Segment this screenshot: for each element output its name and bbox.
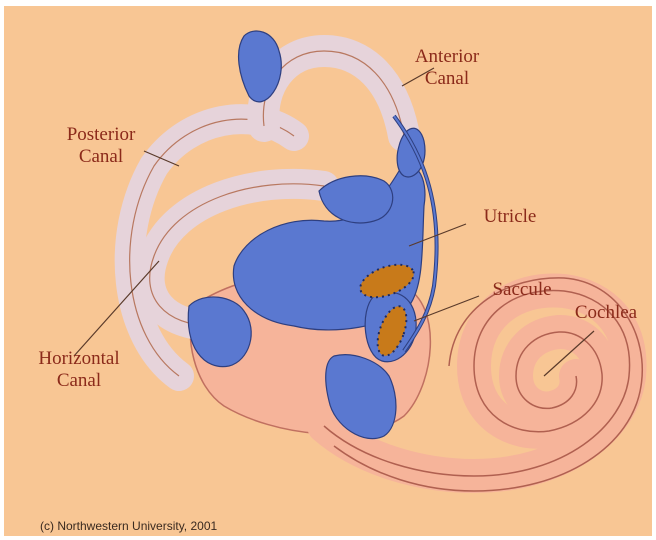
saccule-label: Saccule: [482, 279, 562, 301]
cochlea-label: Cochlea: [564, 302, 648, 324]
inner-ear-diagram: [4, 6, 652, 536]
utricle-label: Utricle: [470, 206, 550, 228]
copyright-notice: (c) Northwestern University, 2001: [40, 519, 217, 533]
